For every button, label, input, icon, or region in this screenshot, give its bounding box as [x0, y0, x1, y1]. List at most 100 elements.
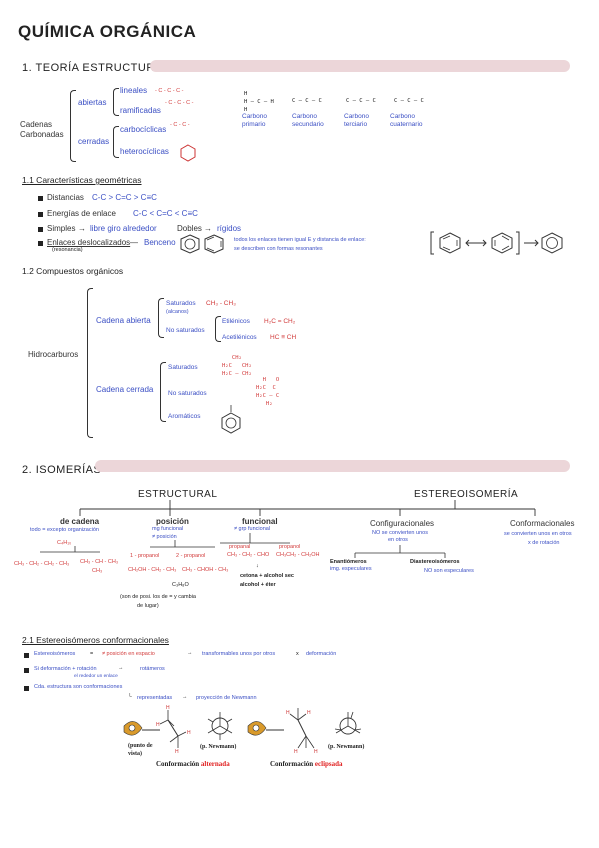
resonancia-label: (resonancia) — [52, 247, 83, 253]
todos-enlaces-text: todos los enlaces tienen igual E y dista… — [234, 237, 366, 243]
carbono-cuaternario-structure: C — C — C — [394, 98, 424, 104]
ch3ch3-formula: CH₃ - CH₃ — [206, 300, 236, 307]
etilenicos-formula: H₂C = CH₂ — [264, 318, 296, 325]
ramificadas-chain: - C - C - C - — [165, 100, 194, 106]
propanol-label: propanol — [279, 544, 301, 550]
estereo-line-e: deformación — [306, 651, 337, 657]
en-otros-text: en otros — [388, 537, 408, 543]
svg-text:H: H — [307, 710, 311, 716]
bullet — [24, 653, 29, 658]
saturados-label: Saturados — [166, 300, 196, 307]
bullet — [38, 241, 43, 246]
de-lugar-text: de lugar) — [137, 603, 159, 609]
section-1-heading: 1. TEORÍA ESTRUCTURAL — [22, 62, 170, 74]
estructural-heading: ESTRUCTURAL — [138, 489, 218, 500]
page-title: QUÍMICA ORGÁNICA — [18, 22, 197, 41]
arrow: → — [182, 694, 188, 700]
cadena-formula-1: CH₃ - CH₂ - CH₂ - CH₃ — [14, 561, 70, 567]
propanal-label: propanal — [229, 544, 251, 550]
funcional-label: funcional — [242, 517, 278, 526]
cerradas-label: cerradas — [78, 137, 110, 146]
mg-funcional-text: mg funcional — [152, 526, 184, 532]
neq-posicion-text: ≠ posición — [152, 534, 177, 540]
deformacion-text: Si deformación + rotación — [34, 666, 97, 672]
conformacion-eclipsada-sawhorse-icon: H H H H — [247, 708, 318, 755]
eclipsada-word: eclipsada — [314, 760, 343, 768]
c4h10-formula: C₄H₁₀ — [57, 540, 72, 546]
conformacion-alternada-sawhorse-icon: H H H H — [123, 705, 191, 755]
conformacion-alternada-caption: Conformación alternada — [156, 760, 230, 768]
section-2-heading: 2. ISOMERÍAS — [22, 464, 102, 476]
carbono-primario-structure: H H — C — H H — [244, 91, 274, 113]
propanol-2-formula: CH₃ - CHOH - CH₃ — [182, 567, 229, 573]
svg-text:H: H — [175, 749, 179, 755]
se-convierten-text: se convierten unos en otros — [504, 531, 572, 537]
carbono-primario-label: Carbono primario — [242, 113, 267, 128]
benzene-pair-icon — [180, 234, 224, 254]
cadena-formula-2b: CH₃ — [92, 568, 103, 574]
simples-value: libre giro alrededor — [90, 224, 157, 233]
no-saturados2-label: No saturados — [168, 390, 207, 397]
conformacionales-label: Conformacionales — [510, 519, 575, 528]
de-rotacion-text: x de rotación — [528, 540, 560, 546]
newmann-2-label: (p. Newmann) — [328, 744, 365, 750]
aromaticos-label: Aromáticos — [168, 413, 201, 420]
brace-hidrocarburos — [87, 288, 93, 438]
lineales-chain: - C - C - C - — [155, 88, 184, 94]
brace-cadenas — [70, 90, 76, 162]
propanol-formula: CH₃CH₂ - CH₂OH — [276, 552, 320, 558]
svg-text:H: H — [166, 705, 170, 711]
energias-value: C-C < C=C < C≡C — [133, 209, 198, 218]
caption-prefix: Conformación — [156, 760, 201, 768]
hidrocarburos-label: Hidrocarburos — [28, 350, 79, 359]
punto-vista-label: (punto de vista) — [128, 743, 153, 757]
bullet — [38, 212, 43, 217]
bullet — [24, 686, 29, 691]
arrow-down: ↓ — [256, 563, 259, 569]
estereo-heading: ESTEREOISOMERÍA — [414, 489, 519, 500]
configuracionales-label: Configuracionales — [370, 519, 435, 528]
conformaciones-text: Cda. estructura son conformaciones — [34, 684, 123, 690]
estereo-line-b: ≠ posición en espacio — [102, 651, 155, 657]
newmann-text: proyección de Newmann — [196, 695, 257, 701]
ciclopentanona-structure: H O H₂C C H₂C — C H₂ — [256, 377, 280, 407]
alternada-word: alternada — [200, 760, 230, 768]
carbociclicas-label: carbocíclicas — [120, 125, 167, 134]
carbono-terciario-label: Carbono terciario — [344, 113, 369, 128]
bullet — [38, 196, 43, 201]
svg-text:H: H — [156, 722, 160, 728]
cetona-text: cetona + alcohol sec — [240, 573, 294, 579]
estereo-line-a: Estereoisómeros — [34, 651, 76, 657]
propanol-1-formula: CH₂OH - CH₂ - CH₃ — [128, 567, 177, 573]
brace-cerrada — [160, 362, 166, 422]
newman-eclipsada-icon — [334, 711, 362, 735]
posicion-label: posición — [156, 517, 189, 526]
arrow: → — [187, 650, 193, 656]
section-1-1-heading: 1.1 Características geométricas — [22, 175, 142, 185]
acetilenicos-label: Acetilénicos — [222, 334, 257, 341]
arrow: → — [118, 665, 124, 671]
svg-text:H: H — [314, 749, 318, 755]
corner-arrow: └ — [128, 694, 132, 700]
neq-funcional-text: ≠ grp funcional — [234, 526, 271, 532]
lineales-label: lineales — [120, 86, 148, 95]
cadena-abierta-label: Cadena abierta — [96, 316, 151, 325]
carbono-terciario-structure: C — C — C — [346, 98, 376, 104]
ciclobutano-structure: CH₂ H₂C CH₂ H₂C — CH₂ — [222, 355, 252, 377]
brace-cerradas — [113, 126, 119, 158]
brace-abierta — [158, 298, 164, 338]
bullet — [24, 668, 29, 673]
describen-text: se describen con formas resonantes — [234, 246, 323, 252]
no-saturados-label: No saturados — [166, 327, 205, 334]
dash: — — [130, 238, 138, 247]
de-cadena-label: de cadena — [60, 517, 100, 526]
brace-abiertas — [113, 88, 119, 116]
section-2-1-heading: 2.1 Estereoisómeros conformacionales — [22, 635, 169, 645]
section-1-bar — [150, 60, 570, 72]
ramificadas-label: ramificadas — [120, 106, 161, 115]
equals: = — [90, 651, 94, 657]
rotameros-text: rotámeros — [140, 666, 165, 672]
section-2-bar — [95, 460, 570, 472]
enantiomeros-label: Enantiómeros — [330, 559, 367, 565]
